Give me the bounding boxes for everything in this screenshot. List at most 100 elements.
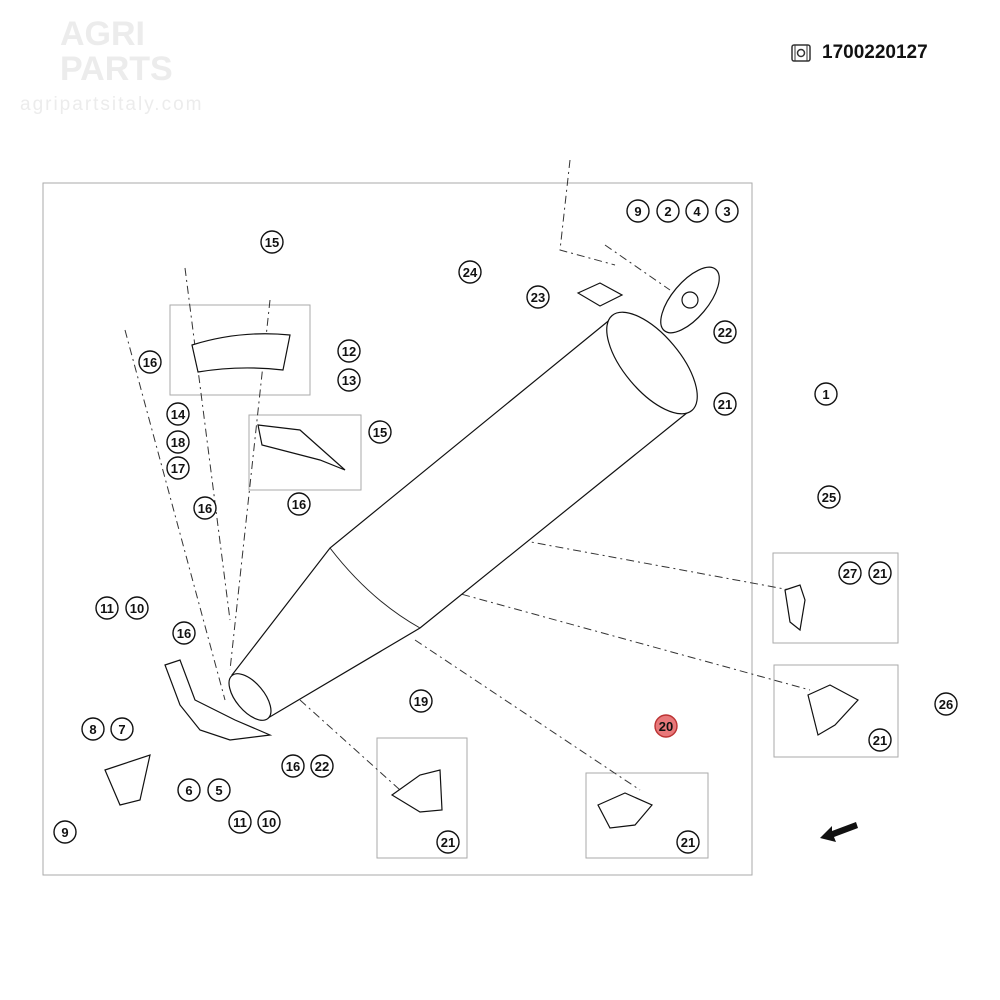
callout-label: 19	[414, 694, 428, 709]
callout-label: 16	[143, 355, 157, 370]
callout-label: 21	[718, 397, 732, 412]
callout-label: 12	[342, 344, 356, 359]
callout-25[interactable]: 25	[817, 485, 841, 509]
callout-label: 22	[315, 759, 329, 774]
callout-15[interactable]: 15	[260, 230, 284, 254]
callout-label: 10	[262, 815, 276, 830]
callout-21[interactable]: 21	[676, 830, 700, 854]
callout-2[interactable]: 2	[656, 199, 680, 223]
callout-label: 24	[463, 265, 478, 280]
callout-21[interactable]: 21	[868, 561, 892, 585]
support-bracket	[164, 659, 273, 741]
callout-8[interactable]: 8	[81, 717, 105, 741]
callout-label: 16	[286, 759, 300, 774]
callout-9[interactable]: 9	[53, 820, 77, 844]
callout-18[interactable]: 18	[166, 430, 190, 454]
callout-label: 21	[441, 835, 455, 850]
callout-21[interactable]: 21	[868, 728, 892, 752]
callout-23[interactable]: 23	[526, 285, 550, 309]
callout-label: 7	[118, 722, 125, 737]
callout-label: 11	[233, 815, 247, 830]
watermark-brand: AGRI	[60, 15, 145, 53]
group-box-13	[248, 414, 362, 491]
bracket-part-13	[257, 424, 346, 471]
callout-label: 26	[939, 697, 953, 712]
callout-1[interactable]: 1	[814, 382, 838, 406]
callout-label: 11	[100, 601, 114, 616]
callout-22[interactable]: 22	[713, 320, 737, 344]
callout-13[interactable]: 13	[337, 368, 361, 392]
callout-label: 4	[693, 204, 701, 219]
bracket-part-20	[597, 792, 653, 829]
parts-catalog-icon	[791, 44, 811, 62]
callout-7[interactable]: 7	[110, 717, 134, 741]
callout-9[interactable]: 9	[626, 199, 650, 223]
bracket-part-25	[784, 584, 806, 632]
callout-label: 20	[659, 719, 673, 734]
callout-label: 23	[531, 290, 545, 305]
group-box-26	[773, 664, 899, 758]
callout-label: 8	[89, 722, 96, 737]
callout-label: 9	[634, 204, 641, 219]
callout-21[interactable]: 21	[436, 830, 460, 854]
callout-label: 3	[723, 204, 730, 219]
callout-label: 1	[822, 387, 829, 402]
shield-part-12	[191, 333, 291, 373]
callout-6[interactable]: 6	[177, 778, 201, 802]
callout-label: 16	[292, 497, 306, 512]
callout-16[interactable]: 16	[281, 754, 305, 778]
shield-part-7-8	[104, 754, 151, 806]
callout-21[interactable]: 21	[713, 392, 737, 416]
flange-part-2	[660, 266, 720, 334]
callout-10[interactable]: 10	[125, 596, 149, 620]
callout-10[interactable]: 10	[257, 810, 281, 834]
main-frame	[42, 182, 753, 876]
callout-5[interactable]: 5	[207, 778, 231, 802]
watermark-brand: PARTS	[60, 50, 173, 88]
callout-19[interactable]: 19	[409, 689, 433, 713]
callout-4[interactable]: 4	[685, 199, 709, 223]
callout-15[interactable]: 15	[368, 420, 392, 444]
callout-24[interactable]: 24	[458, 260, 482, 284]
dash-dot-leaders	[124, 159, 811, 791]
callout-label: 6	[185, 783, 192, 798]
callout-16[interactable]: 16	[287, 492, 311, 516]
callout-20[interactable]: 20	[654, 714, 678, 738]
group-box-12	[169, 304, 311, 396]
auger-tube	[228, 311, 698, 721]
callout-label: 21	[873, 566, 887, 581]
callout-27[interactable]: 27	[838, 561, 862, 585]
callout-label: 15	[265, 235, 279, 250]
callout-label: 16	[177, 626, 191, 641]
bracket-part-19	[390, 769, 443, 813]
group-box-19	[376, 737, 468, 859]
callout-14[interactable]: 14	[166, 402, 190, 426]
callout-label: 2	[664, 204, 671, 219]
group-box-25	[772, 552, 899, 644]
callout-16[interactable]: 16	[172, 621, 196, 645]
callout-label: 9	[61, 825, 68, 840]
callout-label: 21	[873, 733, 887, 748]
callout-label: 25	[822, 490, 836, 505]
callout-label: 10	[130, 601, 144, 616]
callout-11[interactable]: 11	[95, 596, 119, 620]
callout-label: 21	[681, 835, 695, 850]
callout-label: 14	[171, 407, 186, 422]
callout-label: 16	[198, 501, 212, 516]
callout-11[interactable]: 11	[228, 810, 252, 834]
callout-12[interactable]: 12	[337, 339, 361, 363]
callout-3[interactable]: 3	[715, 199, 739, 223]
callout-label: 18	[171, 435, 185, 450]
callout-label: 17	[171, 461, 185, 476]
callout-26[interactable]: 26	[934, 692, 958, 716]
callout-label: 27	[843, 566, 857, 581]
callout-17[interactable]: 17	[166, 456, 190, 480]
callout-label: 5	[215, 783, 222, 798]
callout-22[interactable]: 22	[310, 754, 334, 778]
callout-16[interactable]: 16	[138, 350, 162, 374]
bracket-part-26	[807, 684, 859, 736]
callout-16[interactable]: 16	[193, 496, 217, 520]
